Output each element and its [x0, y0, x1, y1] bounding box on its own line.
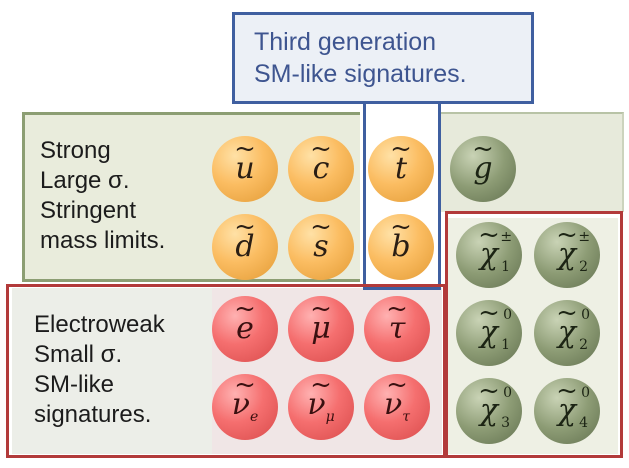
strong-line4: mass limits. — [40, 227, 166, 254]
electroweak-line1: Electroweak — [34, 311, 165, 338]
electroweak-frame — [6, 284, 446, 458]
electroweak-label-panel — [12, 288, 212, 454]
particle-chargino-1: ~χ±1 — [456, 222, 522, 288]
third-generation-line1: Third generation — [254, 28, 437, 56]
particle-electron-sneutrino: ~νe — [212, 372, 278, 440]
particle-top-squark: ~t — [368, 136, 434, 202]
particle-tau-sneutrino: ~ντ — [364, 372, 430, 440]
particle-chargino-2: ~χ±2 — [534, 222, 600, 288]
particle-charm-squark: ~c — [288, 136, 354, 202]
strong-line1: Strong — [40, 137, 111, 164]
third-generation-column — [363, 102, 441, 290]
electroweak-line4: signatures. — [34, 401, 152, 428]
particle-up-squark: ~u — [212, 136, 278, 202]
strong-line3: Stringent — [40, 197, 137, 224]
particle-bottom-squark: ~b — [368, 214, 434, 280]
strong-label: Strong Large σ. Stringent mass limits. — [40, 136, 165, 256]
particle-selectron: ~e — [212, 296, 278, 362]
particle-down-squark: ~d — [212, 214, 278, 280]
electroweak-label: Electroweak Small σ. SM-like signatures. — [34, 310, 165, 430]
particle-gluino: ~g — [450, 136, 516, 202]
strong-line2: Large σ. — [40, 167, 130, 194]
particle-strange-squark: ~s — [288, 214, 354, 280]
particle-smuon: ~μ — [288, 296, 354, 362]
third-generation-box — [232, 12, 534, 104]
electroweak-line3: SM-like — [34, 371, 115, 398]
third-generation-label: Third generation SM-like signatures. — [254, 26, 467, 90]
particle-muon-sneutrino: ~νμ — [288, 372, 354, 440]
gaugino-frame — [445, 211, 623, 458]
third-generation-line2: SM-like signatures. — [254, 60, 467, 88]
particle-stau: ~τ — [364, 296, 430, 362]
electroweak-line2: Small σ. — [34, 341, 123, 368]
